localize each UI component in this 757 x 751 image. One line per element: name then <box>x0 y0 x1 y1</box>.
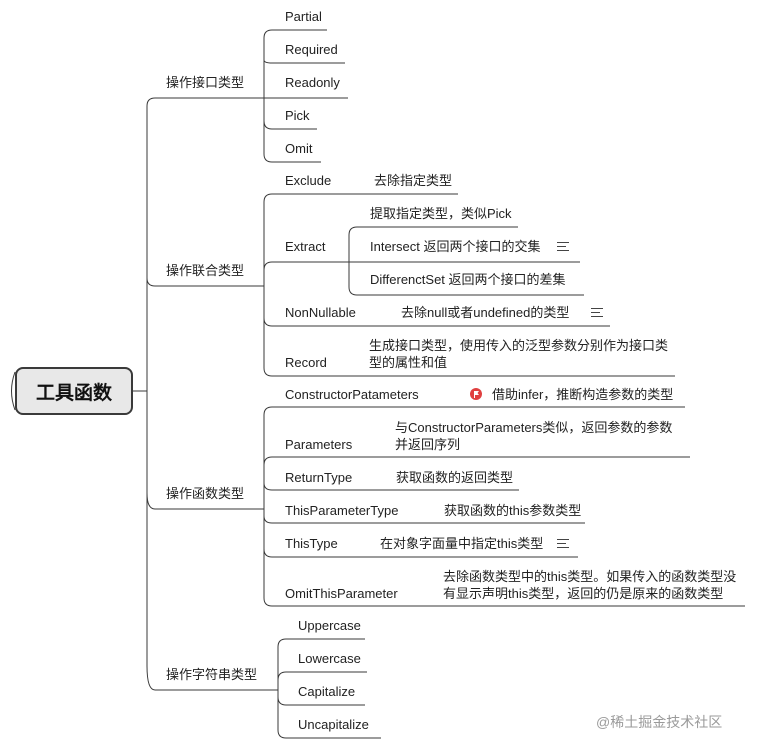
note-returntype: 获取函数的返回类型 <box>396 470 514 485</box>
node-constructor-parameters[interactable]: ConstructorPatameters <box>285 387 419 402</box>
node-returntype[interactable]: ReturnType <box>285 470 353 485</box>
node-pick[interactable]: Pick <box>285 108 310 123</box>
branch-string-types[interactable]: 操作字符串类型 <box>166 667 258 682</box>
branch-function-types[interactable]: 操作函数类型 <box>166 486 245 501</box>
node-uncapitalize[interactable]: Uncapitalize <box>298 717 369 732</box>
node-uppercase[interactable]: Uppercase <box>298 618 361 633</box>
node-thistype[interactable]: ThisType <box>285 536 338 551</box>
note-extract-pick: 提取指定类型，类似Pick <box>370 206 512 221</box>
note-extract-intersect: Intersect 返回两个接口的交集 <box>370 239 541 254</box>
note-lines-icon[interactable] <box>557 539 569 548</box>
root-node[interactable]: 工具函数 <box>15 367 133 415</box>
note-nonnullable: 去除null或者undefined的类型 <box>401 305 570 320</box>
note-thistype: 在对象字面量中指定this类型 <box>380 536 544 551</box>
node-readonly[interactable]: Readonly <box>285 75 340 90</box>
note-thisparametertype: 获取函数的this参数类型 <box>444 503 582 518</box>
node-lowercase[interactable]: Lowercase <box>298 651 361 666</box>
note-lines-icon[interactable] <box>557 242 569 251</box>
branch-union-types[interactable]: 操作联合类型 <box>166 263 245 278</box>
node-thisparametertype[interactable]: ThisParameterType <box>285 503 399 518</box>
note-extract-difference: DifferenctSet 返回两个接口的差集 <box>370 272 566 287</box>
node-partial[interactable]: Partial <box>285 9 322 24</box>
node-exclude[interactable]: Exclude <box>285 173 332 188</box>
node-omit[interactable]: Omit <box>285 141 313 156</box>
node-omitthisparameter[interactable]: OmitThisParameter <box>285 586 398 601</box>
branch-interface-types[interactable]: 操作接口类型 <box>166 75 245 90</box>
node-required[interactable]: Required <box>285 42 338 57</box>
note-parameters: 与ConstructorParameters类似，返回参数的参数并返回序列 <box>395 420 673 452</box>
node-record[interactable]: Record <box>285 355 327 370</box>
note-omitthisparameter: 去除函数类型中的this类型。如果传入的函数类型没有显示声明this类型，返回的… <box>443 569 737 601</box>
note-record: 生成接口类型，使用传入的泛型参数分别作为接口类型的属性和值 <box>369 338 669 370</box>
note-lines-icon[interactable] <box>591 308 603 317</box>
node-capitalize[interactable]: Capitalize <box>298 684 356 699</box>
node-nonnullable[interactable]: NonNullable <box>285 305 356 320</box>
flag-marker-icon <box>470 388 482 400</box>
node-parameters[interactable]: Parameters <box>285 437 353 452</box>
watermark: @稀土掘金技术社区 <box>596 714 723 730</box>
node-extract[interactable]: Extract <box>285 239 326 254</box>
note-constructor-parameters: 借助infer，推断构造参数的类型 <box>492 387 674 402</box>
note-exclude: 去除指定类型 <box>374 173 453 188</box>
